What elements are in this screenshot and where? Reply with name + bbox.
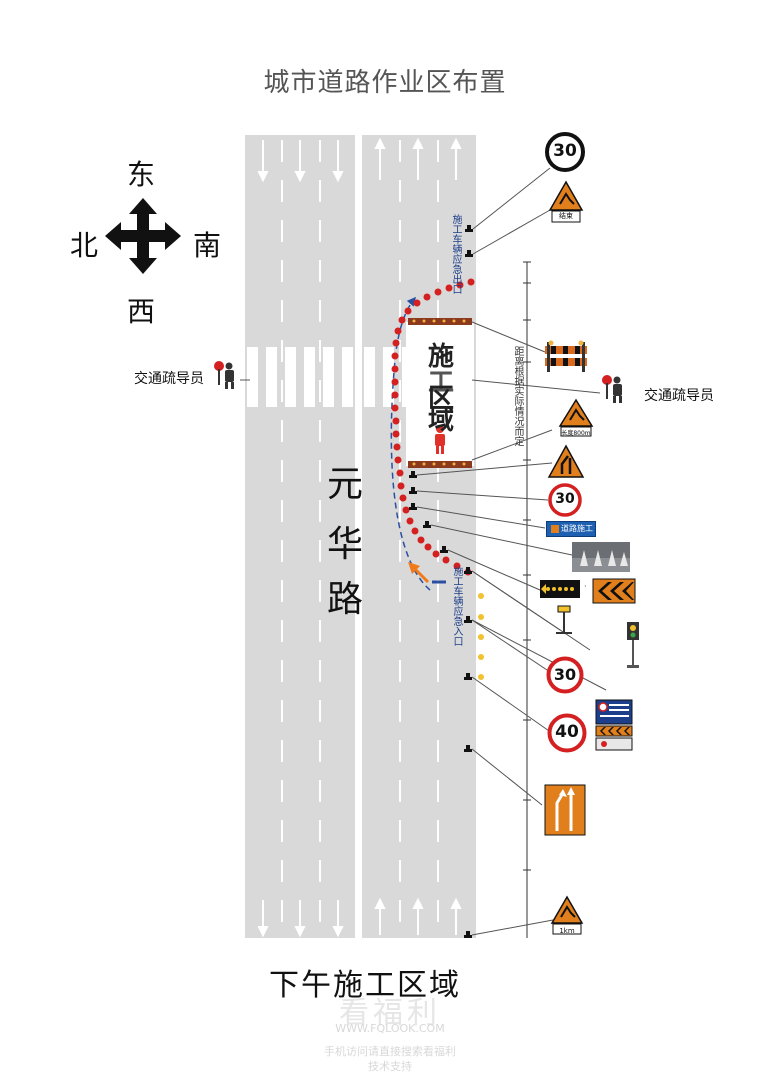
compass-west-label: 西 xyxy=(127,295,156,328)
watermark-line-1: 手机访问请直接搜索看福利 xyxy=(324,1045,456,1058)
speed-limit-40-sign xyxy=(547,713,587,753)
or-separator: · xyxy=(584,582,587,591)
cones-photo xyxy=(572,542,630,572)
distance-ruler xyxy=(523,261,531,938)
lane-markings xyxy=(281,140,439,935)
diagram-title: 城市道路作业区布置 xyxy=(263,68,507,98)
sign-leader-lines xyxy=(240,167,607,936)
merge-arrow-icon xyxy=(408,562,430,584)
road-work-info-sign: 道路施工 xyxy=(546,521,596,537)
work-zone-char-4: 域 xyxy=(428,406,455,436)
traffic-guard-right-label: 交通疏导员 xyxy=(644,388,714,404)
variable-message-sign xyxy=(595,699,633,751)
watermark-main: 看福利 xyxy=(339,996,441,1031)
emergency-entrance-label: 施工车辆应急入口 xyxy=(451,566,462,646)
road-name-char-2: 华 xyxy=(327,524,364,565)
work-zone-char-1: 施 xyxy=(428,342,455,372)
afternoon-work-zone-title: 下午施工区域 xyxy=(269,968,461,1003)
road-work-end-label: 结束 xyxy=(559,212,573,220)
sign-post-markers xyxy=(409,225,473,938)
lane-merge-warning-sign xyxy=(547,444,585,478)
work-zone-barrier-bottom xyxy=(408,461,472,468)
road-work-1km-label: 1km xyxy=(559,927,575,935)
road-name-char-3: 路 xyxy=(327,579,364,620)
arrow-board-trailer xyxy=(540,580,580,634)
road-work-distance-sign xyxy=(558,398,594,437)
flashing-warning-light xyxy=(627,622,639,668)
work-zone-char-2: 工 xyxy=(428,368,455,398)
traffic-guard-left-label: 交通疏导员 xyxy=(134,371,204,387)
emergency-exit-label: 施工车辆应急出口 xyxy=(450,214,461,294)
traffic-guard-left-icon xyxy=(214,361,234,389)
barricade-sign xyxy=(545,340,587,372)
speed-limit-30-top-value: 30 xyxy=(553,141,577,161)
warning-lights xyxy=(478,593,484,680)
watermark-line-2: 技术支持 xyxy=(368,1060,412,1073)
compass-east-label: 东 xyxy=(127,158,156,191)
speed-limit-30-sign-mid xyxy=(548,483,582,517)
road-work-1km-sign xyxy=(550,895,584,935)
speed-limit-30-mid-value: 30 xyxy=(555,491,575,507)
speed-limit-30-low-value: 30 xyxy=(553,665,577,684)
road-name-char-1: 元 xyxy=(327,464,364,505)
work-zone-char-3: 区 xyxy=(428,384,455,414)
road-work-end-sign xyxy=(548,180,584,223)
traffic-guard-right-icon xyxy=(602,375,622,403)
compass-north-label: 北 xyxy=(70,229,99,262)
compass-arrows-icon xyxy=(105,198,181,274)
road-work-info-label: 道路施工 xyxy=(561,524,593,533)
speed-limit-30-sign-low xyxy=(546,656,584,694)
worker-icon xyxy=(435,425,445,454)
speed-limit-40-value: 40 xyxy=(555,722,579,742)
lane-direction-arrows xyxy=(257,137,462,938)
road-west-carriageway xyxy=(245,135,355,938)
distance-note-label: 距离根据实际情况而定 xyxy=(512,346,523,446)
road-work-mini-icon xyxy=(551,525,559,533)
road-east-carriageway xyxy=(362,135,476,938)
compass-south-label: 南 xyxy=(193,229,222,262)
speed-limit-30-sign-top xyxy=(545,132,585,172)
lane-reduction-sign xyxy=(544,784,586,836)
traffic-cones xyxy=(391,278,475,576)
watermark-url: WWW.FQLOOK.COM xyxy=(335,1022,445,1035)
chevron-alignment-sign xyxy=(592,578,636,604)
road-work-distance-label: 长度800m xyxy=(561,430,591,437)
work-zone-barrier-top xyxy=(408,318,472,325)
